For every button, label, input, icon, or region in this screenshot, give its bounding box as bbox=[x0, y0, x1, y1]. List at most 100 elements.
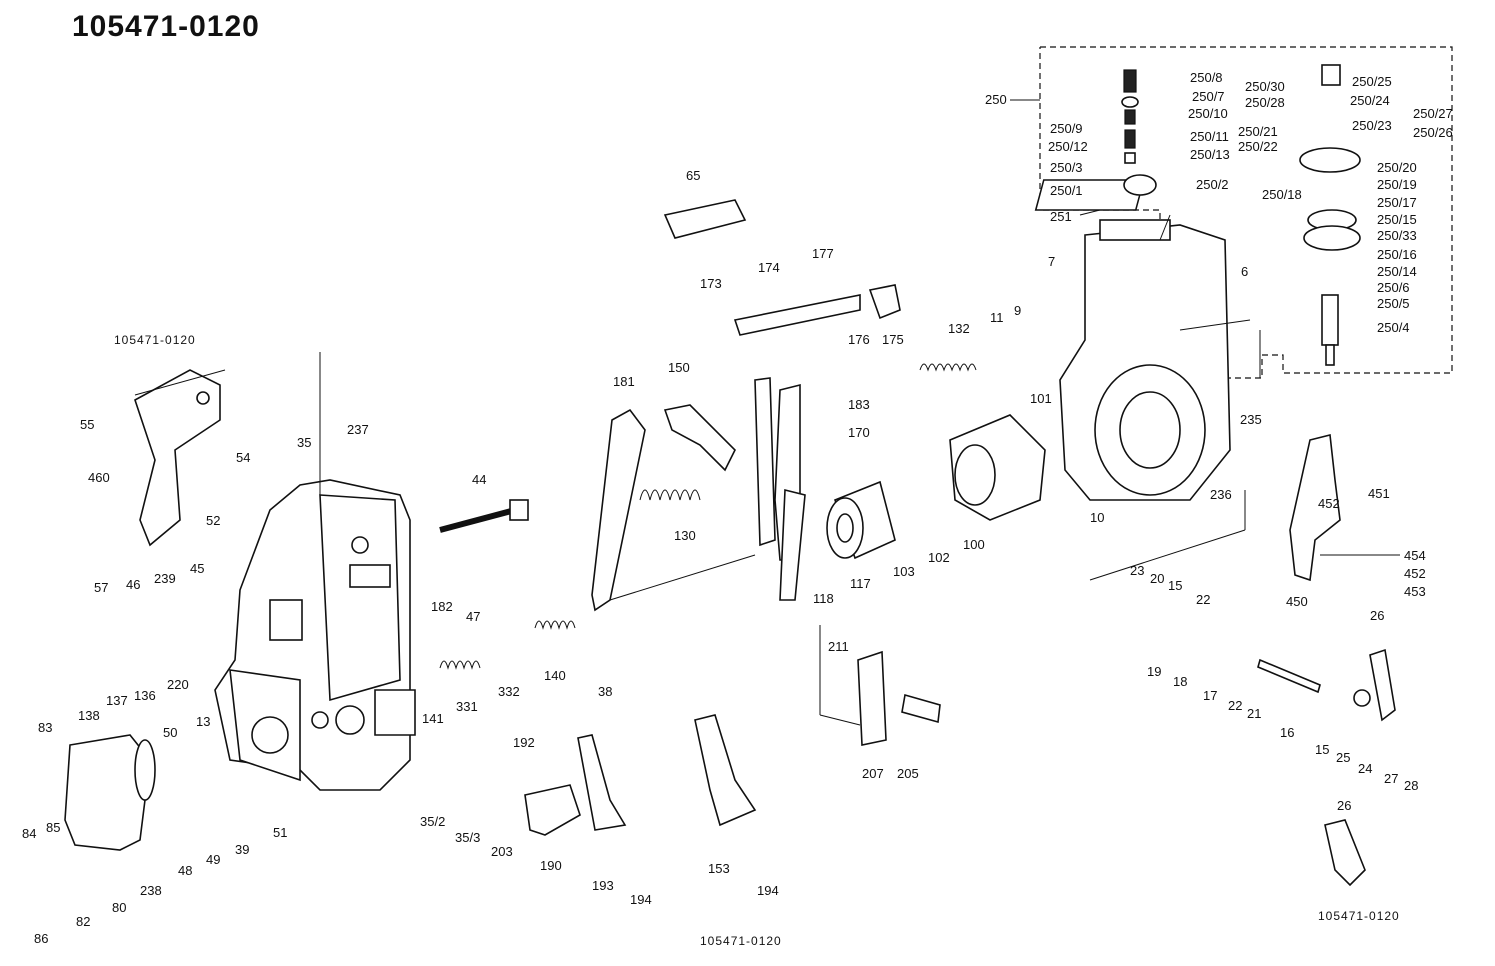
callout-174: 174 bbox=[758, 260, 780, 275]
callout-192: 192 bbox=[513, 735, 535, 750]
callout-452: 452 bbox=[1318, 496, 1340, 511]
callout-182: 182 bbox=[431, 599, 453, 614]
governor-right-stack bbox=[1299, 64, 1361, 366]
callout-250-2: 250/2 bbox=[1196, 177, 1229, 192]
cover-80 bbox=[64, 734, 151, 851]
callout-250-13: 250/13 bbox=[1190, 147, 1230, 162]
callout-39: 39 bbox=[235, 842, 249, 857]
callout-52: 52 bbox=[206, 513, 220, 528]
callout-20: 20 bbox=[1150, 571, 1164, 586]
callout-250-17: 250/17 bbox=[1377, 195, 1417, 210]
callout-250-4: 250/4 bbox=[1377, 320, 1410, 335]
bolt-44 bbox=[439, 499, 529, 533]
callout-15: 15 bbox=[1168, 578, 1182, 593]
callout-130: 130 bbox=[674, 528, 696, 543]
callout-13: 13 bbox=[196, 714, 210, 729]
callout-86: 86 bbox=[34, 931, 48, 946]
callout-250-30: 250/30 bbox=[1245, 79, 1285, 94]
shaft-16 bbox=[1257, 648, 1396, 722]
lever-150 bbox=[663, 404, 736, 472]
callout-138: 138 bbox=[78, 708, 100, 723]
spring-132 bbox=[919, 363, 977, 372]
callout-250-27: 250/27 bbox=[1413, 106, 1453, 121]
callout-454: 454 bbox=[1404, 548, 1426, 563]
callout-23: 23 bbox=[1130, 563, 1144, 578]
spring-331 bbox=[439, 660, 481, 670]
callout-250-20: 250/20 bbox=[1377, 160, 1417, 175]
callout-170: 170 bbox=[848, 425, 870, 440]
governor-cover-stack bbox=[1034, 69, 1157, 211]
callout-183: 183 bbox=[848, 397, 870, 412]
part-number-callouts: 250/8250/7250/10250/9250/11250/12250/132… bbox=[22, 70, 1453, 946]
callout-250-1: 250/1 bbox=[1050, 183, 1083, 198]
callout-57: 57 bbox=[94, 580, 108, 595]
callout-137: 137 bbox=[106, 693, 128, 708]
callout-460: 460 bbox=[88, 470, 110, 485]
callout-250-9: 250/9 bbox=[1050, 121, 1083, 136]
callout-84: 84 bbox=[22, 826, 36, 841]
callout-250-12: 250/12 bbox=[1048, 139, 1088, 154]
callout-83: 83 bbox=[38, 720, 52, 735]
callout-250-21: 250/21 bbox=[1238, 124, 1278, 139]
part-190 bbox=[524, 784, 581, 836]
callout-7: 7 bbox=[1048, 254, 1055, 269]
governor-subassembly-boundary bbox=[1039, 46, 1453, 379]
callout-235: 235 bbox=[1240, 412, 1262, 427]
callout-11: 11 bbox=[990, 310, 1004, 325]
callout-38: 38 bbox=[598, 684, 612, 699]
callout-15: 15 bbox=[1315, 742, 1329, 757]
callout-173: 173 bbox=[700, 276, 722, 291]
callout-250-26: 250/26 bbox=[1413, 125, 1453, 140]
callout-27: 27 bbox=[1384, 771, 1398, 786]
callout-193: 193 bbox=[592, 878, 614, 893]
callout-250-11: 250/11 bbox=[1190, 129, 1229, 144]
bracket-207 bbox=[857, 650, 887, 746]
diagram-title: 105471-0120 bbox=[72, 10, 260, 43]
lever-181 bbox=[591, 408, 646, 612]
rack-174 bbox=[733, 284, 901, 336]
callout-65: 65 bbox=[686, 168, 700, 183]
callout-238: 238 bbox=[140, 883, 162, 898]
callout-28: 28 bbox=[1404, 778, 1418, 793]
callout-35-3: 35/3 bbox=[455, 830, 480, 845]
cup-117 bbox=[826, 480, 896, 560]
callout-250-25: 250/25 bbox=[1352, 74, 1392, 89]
callout-250-24: 250/24 bbox=[1350, 93, 1390, 108]
callout-177: 177 bbox=[812, 246, 834, 261]
callout-331: 331 bbox=[456, 699, 478, 714]
callout-85: 85 bbox=[46, 820, 60, 835]
callout-250-8: 250/8 bbox=[1190, 70, 1223, 85]
callout-50: 50 bbox=[163, 725, 177, 740]
spring-140 bbox=[534, 620, 576, 630]
callout-80: 80 bbox=[112, 900, 126, 915]
callout-24: 24 bbox=[1358, 761, 1372, 776]
callout-250-16: 250/16 bbox=[1377, 247, 1417, 262]
callout-22: 22 bbox=[1228, 698, 1242, 713]
callout-250-15: 250/15 bbox=[1377, 212, 1417, 227]
flyweight-holder-100 bbox=[949, 414, 1046, 521]
callout-10: 10 bbox=[1090, 510, 1104, 525]
callout-18: 18 bbox=[1173, 674, 1187, 689]
callout-118: 118 bbox=[813, 591, 834, 606]
callout-141: 141 bbox=[422, 711, 444, 726]
callout-54: 54 bbox=[236, 450, 250, 465]
callout-194: 194 bbox=[630, 892, 652, 907]
callout-102: 102 bbox=[928, 550, 950, 565]
callout-175: 175 bbox=[882, 332, 904, 347]
callout-55: 55 bbox=[80, 417, 94, 432]
callout-450: 450 bbox=[1286, 594, 1308, 609]
governor-housing bbox=[214, 479, 416, 791]
pump-housing-236 bbox=[1059, 219, 1231, 501]
callout-132: 132 bbox=[948, 321, 970, 336]
callout-451: 451 bbox=[1368, 486, 1390, 501]
reference-label-bottom-center: 105471-0120 bbox=[700, 934, 782, 948]
callout-103: 103 bbox=[893, 564, 915, 579]
callout-176: 176 bbox=[848, 332, 870, 347]
callout-44: 44 bbox=[472, 472, 486, 487]
callout-250-5: 250/5 bbox=[1377, 296, 1410, 311]
callout-190: 190 bbox=[540, 858, 562, 873]
callout-239: 239 bbox=[154, 571, 176, 586]
callout-220: 220 bbox=[167, 677, 189, 692]
